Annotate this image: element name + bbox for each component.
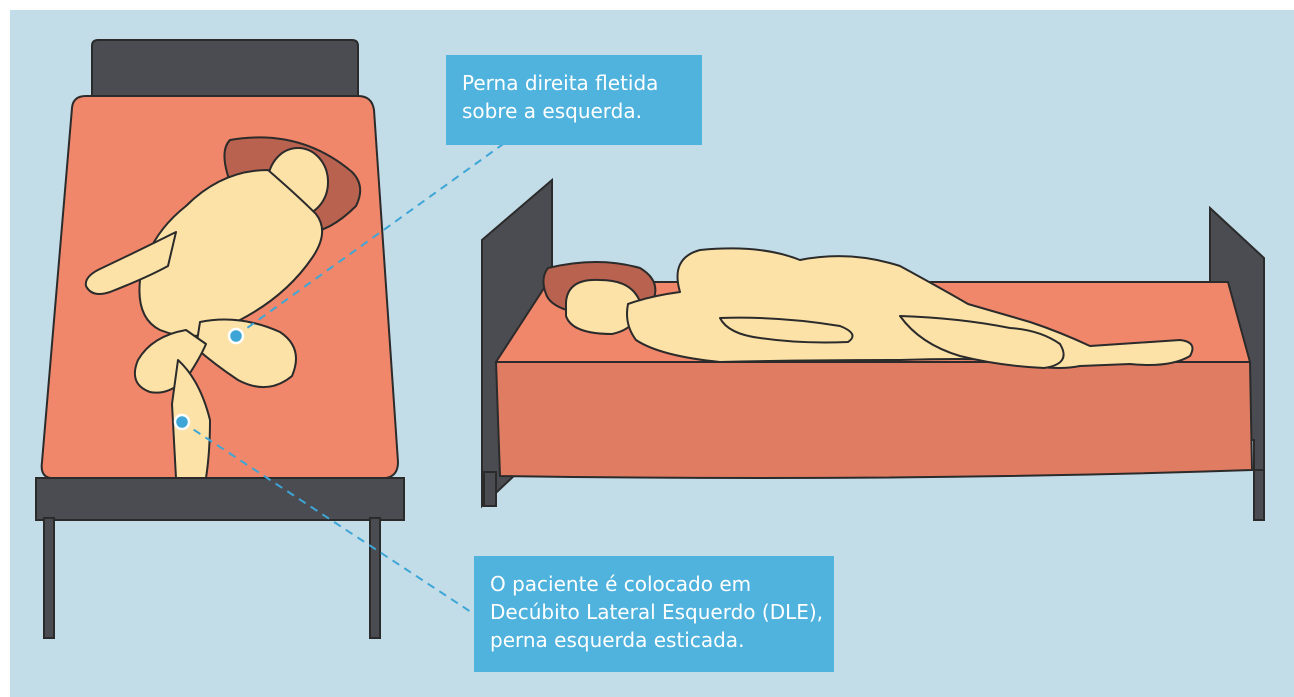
leg-bent [899, 315, 1065, 369]
leader-lines [173, 141, 507, 615]
leg-straight [171, 359, 211, 479]
bed-side-view [481, 177, 1265, 521]
foot-bent [134, 329, 207, 394]
bed-leg-right [369, 517, 381, 639]
footboard [35, 477, 405, 521]
bed-leg-left [43, 517, 55, 639]
callout-top: Perna direita fletida sobre a esquerda. [446, 55, 702, 145]
callout-top-line-1: Perna direita fletida [462, 71, 659, 95]
patient-figure-top [84, 147, 329, 479]
callout-bottom-line-1: O paciente é colocado em [490, 572, 752, 596]
arm [84, 231, 177, 295]
patient-figure-side [565, 247, 1194, 369]
mattress-side-front [494, 361, 1254, 479]
marker-dot-knee [227, 327, 245, 345]
callout-bottom: O paciente é colocado em Decúbito Latera… [474, 556, 834, 672]
knee-bent [195, 318, 297, 388]
callout-bottom-line-2: Decúbito Lateral Esquerdo (DLE), [490, 600, 824, 624]
arm [719, 316, 854, 344]
headboard [91, 39, 359, 97]
callout-top-line-2: sobre a esquerda. [462, 99, 642, 123]
marker-dot-leg [173, 413, 191, 431]
leader-line-bottom [181, 421, 475, 615]
bed-top-view [35, 39, 405, 639]
callout-bottom-line-3: perna esquerda esticada. [490, 628, 745, 652]
side-leg-right [1253, 469, 1265, 521]
side-leg-left [483, 471, 497, 507]
